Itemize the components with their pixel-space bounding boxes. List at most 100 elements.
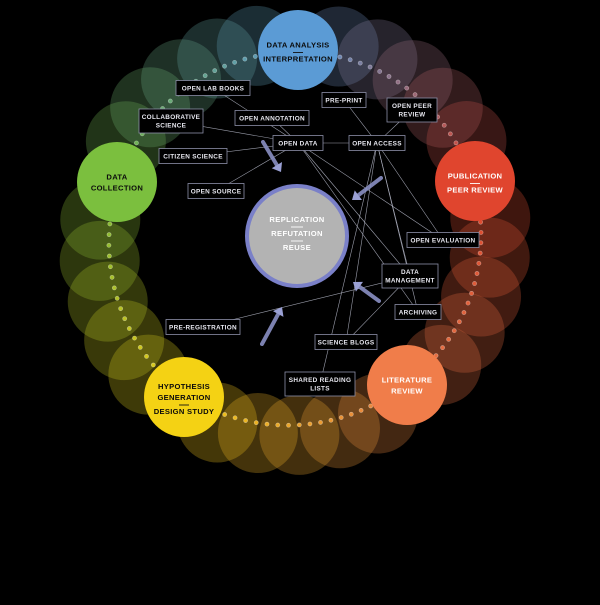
stage-label: REVIEW [391, 387, 423, 396]
inward-arrow [260, 307, 284, 346]
cycle-dot [328, 417, 334, 423]
cycle-dot [358, 408, 364, 413]
cycle-dot [451, 328, 457, 334]
connection-line [297, 142, 444, 241]
cycle-dot [232, 59, 237, 65]
tag-box [234, 110, 310, 126]
stage-label: DATA ANALYSIS [266, 41, 329, 50]
tag-box [394, 304, 442, 320]
cycle-dot [137, 344, 143, 350]
tag-open-data: OPEN DATA [272, 135, 324, 151]
cycle-dot [347, 57, 353, 63]
cycle-dot [134, 140, 139, 146]
tag-box [381, 263, 439, 289]
tag-box [314, 334, 378, 350]
cycle-dot [453, 140, 459, 146]
tag-label: OPEN ANNOTATION [239, 115, 305, 122]
stage-label: DESIGN STUDY [154, 407, 215, 416]
cycle-dot [404, 85, 410, 91]
stage-circle [77, 142, 157, 222]
center-circle [245, 184, 349, 288]
stage-label: INTERPRETATION [263, 55, 333, 64]
tag-label: DATA [401, 269, 419, 276]
cycle-dot [222, 63, 227, 69]
tag-collaborative-science: COLLABORATIVE SCIENCE [138, 108, 204, 134]
transition-bubble [59, 220, 140, 301]
cycle-dot [318, 420, 323, 425]
tag-pre-print: PRE-PRINT [321, 92, 367, 108]
tag-box [386, 97, 438, 123]
stage-label: GENERATION [157, 393, 210, 402]
transition-bubble [402, 67, 483, 148]
cycle-dot [253, 420, 259, 426]
tag-open-evaluation: OPEN EVALUATION [406, 232, 480, 248]
cycle-dot [469, 290, 474, 296]
cycle-dot [286, 422, 291, 428]
cycle-dot [472, 281, 477, 286]
transition-bubble [299, 388, 380, 469]
cycle-dot [461, 310, 467, 315]
connection-line [297, 142, 411, 277]
cycle-dot [106, 232, 112, 238]
stage-circle [258, 10, 338, 90]
stage-node-data-analysis: DATA ANALYSIS INTERPRETATION [258, 10, 338, 90]
cycle-dot [440, 345, 445, 351]
cycle-dot [338, 415, 344, 420]
tag-box [406, 232, 480, 248]
cycle-dot [446, 336, 452, 342]
cycle-dot [367, 64, 373, 70]
stage-circle [144, 357, 224, 437]
tag-label: OPEN DATA [278, 140, 317, 147]
tag-open-lab-books: OPEN LAB BOOKS [175, 80, 251, 96]
tag-science-blogs: SCIENCE BLOGS [314, 334, 378, 350]
tag-label: PRE-PRINT [325, 97, 362, 104]
center-label: REPLICATION [269, 215, 324, 224]
tag-label: SHARED READING [289, 377, 351, 384]
tag-archiving: ARCHIVING [394, 304, 442, 320]
cycle-dot [107, 221, 113, 227]
tag-label: OPEN EVALUATION [411, 237, 476, 244]
tag-label: OPEN ACCESS [352, 140, 402, 147]
cycle-dot [307, 421, 313, 427]
tag-label: CITIZEN SCIENCE [163, 153, 223, 160]
cycle-dot [478, 240, 484, 246]
cycle-dot [167, 98, 173, 104]
connection-line [376, 142, 444, 241]
tag-label: LISTS [310, 386, 330, 393]
cycle-dot [337, 54, 343, 60]
tag-open-source: OPEN SOURCE [187, 183, 245, 199]
cycle-dot [474, 271, 480, 276]
cycle-dot [232, 415, 238, 421]
connection-line [215, 142, 299, 192]
cycle-dot [222, 412, 228, 417]
tag-shared-reading-lists: SHARED READING LISTS [284, 371, 356, 397]
transition-bubble [217, 393, 298, 474]
tag-box [348, 135, 406, 151]
tag-label: COLLABORATIVE [142, 114, 201, 121]
cycle-dot [122, 316, 128, 322]
cycle-dot [144, 353, 149, 359]
connection-line [202, 275, 411, 328]
cycle-dot [243, 418, 249, 423]
stage-transition-bubbles [59, 5, 531, 475]
tag-label: PRE-REGISTRATION [169, 324, 237, 331]
cycle-dot [447, 131, 453, 137]
cycle-dot [477, 250, 483, 256]
cycle-dot [465, 300, 471, 306]
inward-arrow [352, 176, 383, 200]
tag-label: ARCHIVING [399, 309, 438, 316]
tag-label: SCIENCE [156, 123, 187, 130]
transition-bubble [67, 261, 148, 342]
cycle-dot [296, 422, 302, 428]
center-label: REUSE [283, 243, 311, 252]
tag-citizen-science: CITIZEN SCIENCE [158, 148, 228, 164]
cycle-dot [114, 295, 120, 301]
inward-arrows [260, 140, 383, 346]
tag-box [284, 371, 356, 397]
cycle-dot [118, 306, 124, 311]
tag-box [158, 148, 228, 164]
